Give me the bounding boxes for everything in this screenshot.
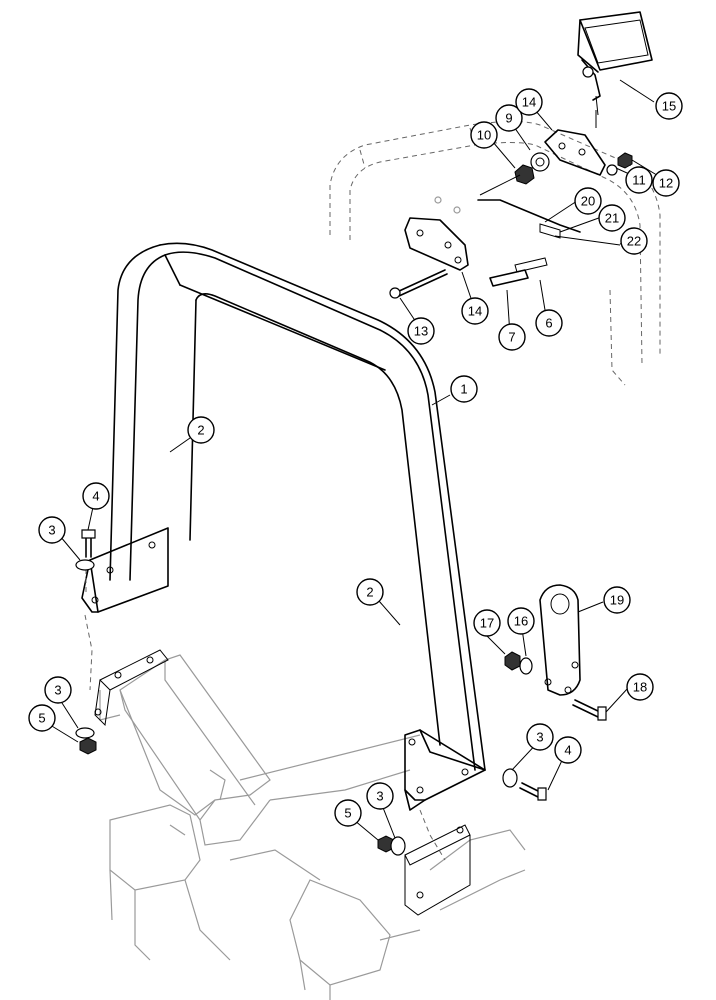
- svg-text:7: 7: [508, 330, 515, 345]
- svg-text:21: 21: [605, 211, 619, 226]
- svg-text:14: 14: [522, 95, 536, 110]
- svg-text:16: 16: [514, 614, 528, 629]
- svg-text:13: 13: [414, 324, 428, 339]
- callout-10: 10: [470, 121, 498, 149]
- svg-text:15: 15: [662, 99, 676, 114]
- callout-4: 4: [554, 736, 582, 764]
- left-hardware: [75, 529, 97, 755]
- callout-4: 4: [82, 482, 110, 510]
- callout-18: 18: [626, 673, 654, 701]
- decal-pieces: [489, 257, 548, 287]
- callout-19: 19: [603, 586, 631, 614]
- svg-text:4: 4: [92, 489, 99, 504]
- callout-2: 2: [187, 416, 215, 444]
- svg-text:18: 18: [633, 680, 647, 695]
- callout-9: 9: [495, 104, 523, 132]
- svg-text:6: 6: [545, 316, 552, 331]
- left-top-bracket: [404, 217, 469, 271]
- callout-14: 14: [515, 88, 543, 116]
- svg-text:9: 9: [505, 111, 512, 126]
- callout-5: 5: [28, 704, 56, 732]
- right-frame-hardware: [377, 835, 406, 856]
- svg-text:11: 11: [632, 173, 646, 188]
- left-frame-bracket: [94, 649, 169, 727]
- callout-14: 14: [461, 297, 489, 325]
- callout-3: 3: [526, 723, 554, 751]
- right-top-bracket: [544, 129, 606, 176]
- svg-text:19: 19: [610, 593, 624, 608]
- svg-text:2: 2: [366, 585, 373, 600]
- svg-text:5: 5: [38, 711, 45, 726]
- bracket-hardware: [504, 651, 607, 721]
- rear-rollbar-ghost: [329, 121, 661, 386]
- callout-1: 1: [450, 375, 478, 403]
- svg-text:3: 3: [54, 683, 61, 698]
- right-frame-bracket: [404, 824, 471, 916]
- tractor-frame-ghost: [99, 654, 526, 1000]
- callout-12: 12: [652, 169, 680, 197]
- wiring-harness: [477, 110, 621, 246]
- svg-text:3: 3: [48, 523, 55, 538]
- callout-21: 21: [598, 204, 626, 232]
- callout-3: 3: [44, 676, 72, 704]
- svg-text:1: 1: [460, 382, 467, 397]
- top-hardware: [479, 152, 633, 196]
- callout-3: 3: [38, 516, 66, 544]
- svg-text:20: 20: [581, 194, 595, 209]
- callout-16: 16: [507, 607, 535, 635]
- right-foot-hardware: [502, 768, 547, 801]
- callout-3: 3: [366, 782, 394, 810]
- bolt-13: [389, 269, 448, 299]
- callout-17: 17: [473, 609, 501, 637]
- callout-2: 2: [356, 578, 384, 606]
- svg-text:22: 22: [627, 234, 641, 249]
- callout-13: 13: [407, 317, 435, 345]
- callout-22: 22: [620, 227, 648, 255]
- work-light: [577, 11, 653, 116]
- callout-20: 20: [574, 187, 602, 215]
- svg-text:10: 10: [477, 128, 491, 143]
- svg-text:17: 17: [480, 616, 494, 631]
- svg-text:3: 3: [376, 789, 383, 804]
- svg-text:5: 5: [344, 806, 351, 821]
- callout-5: 5: [334, 799, 362, 827]
- callout-6: 6: [535, 309, 563, 337]
- callouts: 1 2 2 3 3 3 3 4 4 5 5 6 7 9 10 11 12 13 …: [28, 88, 683, 827]
- light-bracket-19: [539, 584, 581, 696]
- svg-text:4: 4: [564, 743, 571, 758]
- svg-text:12: 12: [659, 176, 673, 191]
- svg-text:14: 14: [468, 304, 482, 319]
- callout-11: 11: [625, 166, 653, 194]
- svg-text:2: 2: [197, 423, 204, 438]
- callout-15: 15: [655, 92, 683, 120]
- alignment-lines: [84, 570, 446, 861]
- callout-7: 7: [498, 323, 526, 351]
- svg-text:3: 3: [536, 730, 543, 745]
